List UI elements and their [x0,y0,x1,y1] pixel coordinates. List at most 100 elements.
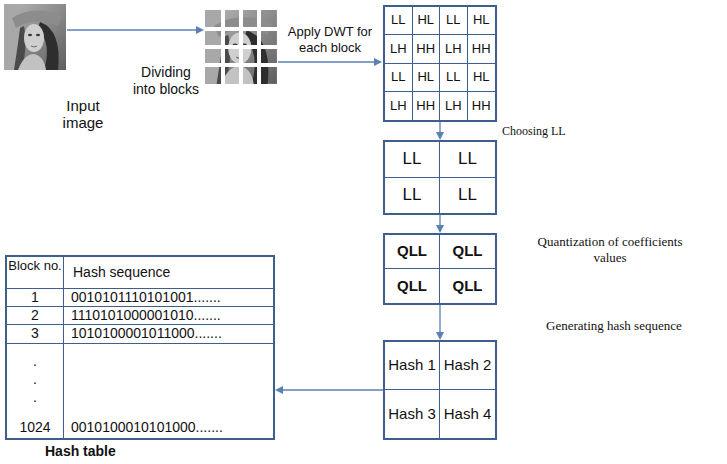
qll-cell: QLL [440,269,495,303]
table-cell: 1 [7,289,63,306]
cell-label: LH [445,99,462,113]
hash-table: Hash tableBlock no.Hash sequence10010101… [5,255,275,440]
cell-label: LL [403,186,422,205]
cell-label: HL [417,70,434,84]
subband-cell: HL [468,7,496,35]
subband-cell: LH [385,92,413,120]
step-label: Apply DWT for each block [281,24,379,56]
table-header: Block no. [7,259,63,273]
flow-connector [436,305,444,340]
subband-cell: HL [413,7,441,35]
cell-label: Hash 1 [388,357,436,374]
subband-cell: HH [413,35,441,63]
subband-cell: LH [385,35,413,63]
table-cell: 1024 [7,419,63,436]
cell-label: LL [446,70,460,84]
arrow-head [436,332,444,340]
table-rule [7,306,273,307]
hash-cell: Hash 2 [440,342,495,390]
table-header: Hash sequence [73,264,263,280]
connector-line [282,389,383,390]
cell-label: HH [472,99,491,113]
table-cell: 0010101110101001....... [71,289,271,306]
flow-arrow [278,58,382,66]
subband-cell: LL [440,7,468,35]
cell-label: LL [403,150,422,169]
subband-cell: HL [468,64,496,92]
table-rule [7,343,273,344]
cell-label: Hash 3 [388,406,436,423]
arrow-head [436,225,444,233]
step-label: Dividing into blocks [130,64,202,98]
hash-grid: Hash 1 Hash 2 Hash 3 Hash 4 [383,340,497,440]
cell-label: LL [458,150,477,169]
cell-label: HL [473,70,490,84]
cell-label: QLL [397,278,427,295]
table-rule [7,324,273,325]
hash-cell: Hash 1 [385,342,440,390]
table-cell: . [7,353,63,370]
cell-label: LH [390,99,407,113]
subband-cell: HH [468,92,496,120]
table-rule [7,288,273,289]
table-cell: 2 [7,307,63,324]
qll-cell: QLL [385,269,440,303]
ll-cell: LL [440,178,495,214]
cell-label: HL [473,13,490,27]
subband-cell: HL [413,64,441,92]
table-rule [63,257,64,438]
cell-label: QLL [453,278,483,295]
cell-label: QLL [453,243,483,260]
cell-label: LL [391,70,405,84]
table-caption: Hash table [45,443,116,459]
ll-cell: LL [385,178,440,214]
table-cell: . [7,389,63,406]
subband-cell: HH [468,35,496,63]
subband-cell: LL [385,64,413,92]
hash-cell: Hash 4 [440,390,495,438]
cell-label: LH [390,42,407,56]
cell-label: Hash 4 [444,406,492,423]
table-cell: 0010100010101000....... [71,419,271,436]
cell-label: HL [417,13,434,27]
blocked-photo [205,10,277,84]
table-cell: 3 [7,325,63,342]
subband-cell: LL [385,7,413,35]
image-caption: Input image [50,97,116,131]
cell-label: LH [445,42,462,56]
ll-grid: LL LL LL LL [383,140,497,215]
input-photo [4,4,66,70]
subband-cell: LL [440,64,468,92]
table-cell: 1010100001011000....... [71,325,271,342]
connector-line [439,122,440,133]
table-cell: 1110101000001010....... [71,307,271,324]
subband-cell: HH [413,92,441,120]
cell-label: LL [458,186,477,205]
qll-cell: QLL [385,235,440,269]
connector-line [439,215,440,226]
hash-cell: Hash 3 [385,390,440,438]
dwt-subband-grid: LL HL LL HL LH HH LH HH LL HL LL HL LH HH LH HH [383,5,497,122]
arrow-head [436,132,444,140]
arrow-head [275,386,283,394]
cell-label: LL [446,13,460,27]
cell-label: LL [391,13,405,27]
cell-label: HH [416,99,435,113]
edge-label: Generating hash sequence [546,318,722,334]
cell-label: HH [416,42,435,56]
connector-line [439,305,440,333]
cell-label: HH [472,42,491,56]
cell-label: QLL [397,243,427,260]
qll-grid: QLL QLL QLL QLL [383,233,497,305]
edge-label: Choosing LL [502,124,612,139]
flow-connector [275,386,383,394]
subband-cell: LH [440,35,468,63]
ll-cell: LL [440,142,495,178]
flow-connector [436,122,444,140]
edge-label: Quantization of coefficients values [532,234,688,266]
flow-connector [436,215,444,233]
cell-label: Hash 2 [444,357,492,374]
